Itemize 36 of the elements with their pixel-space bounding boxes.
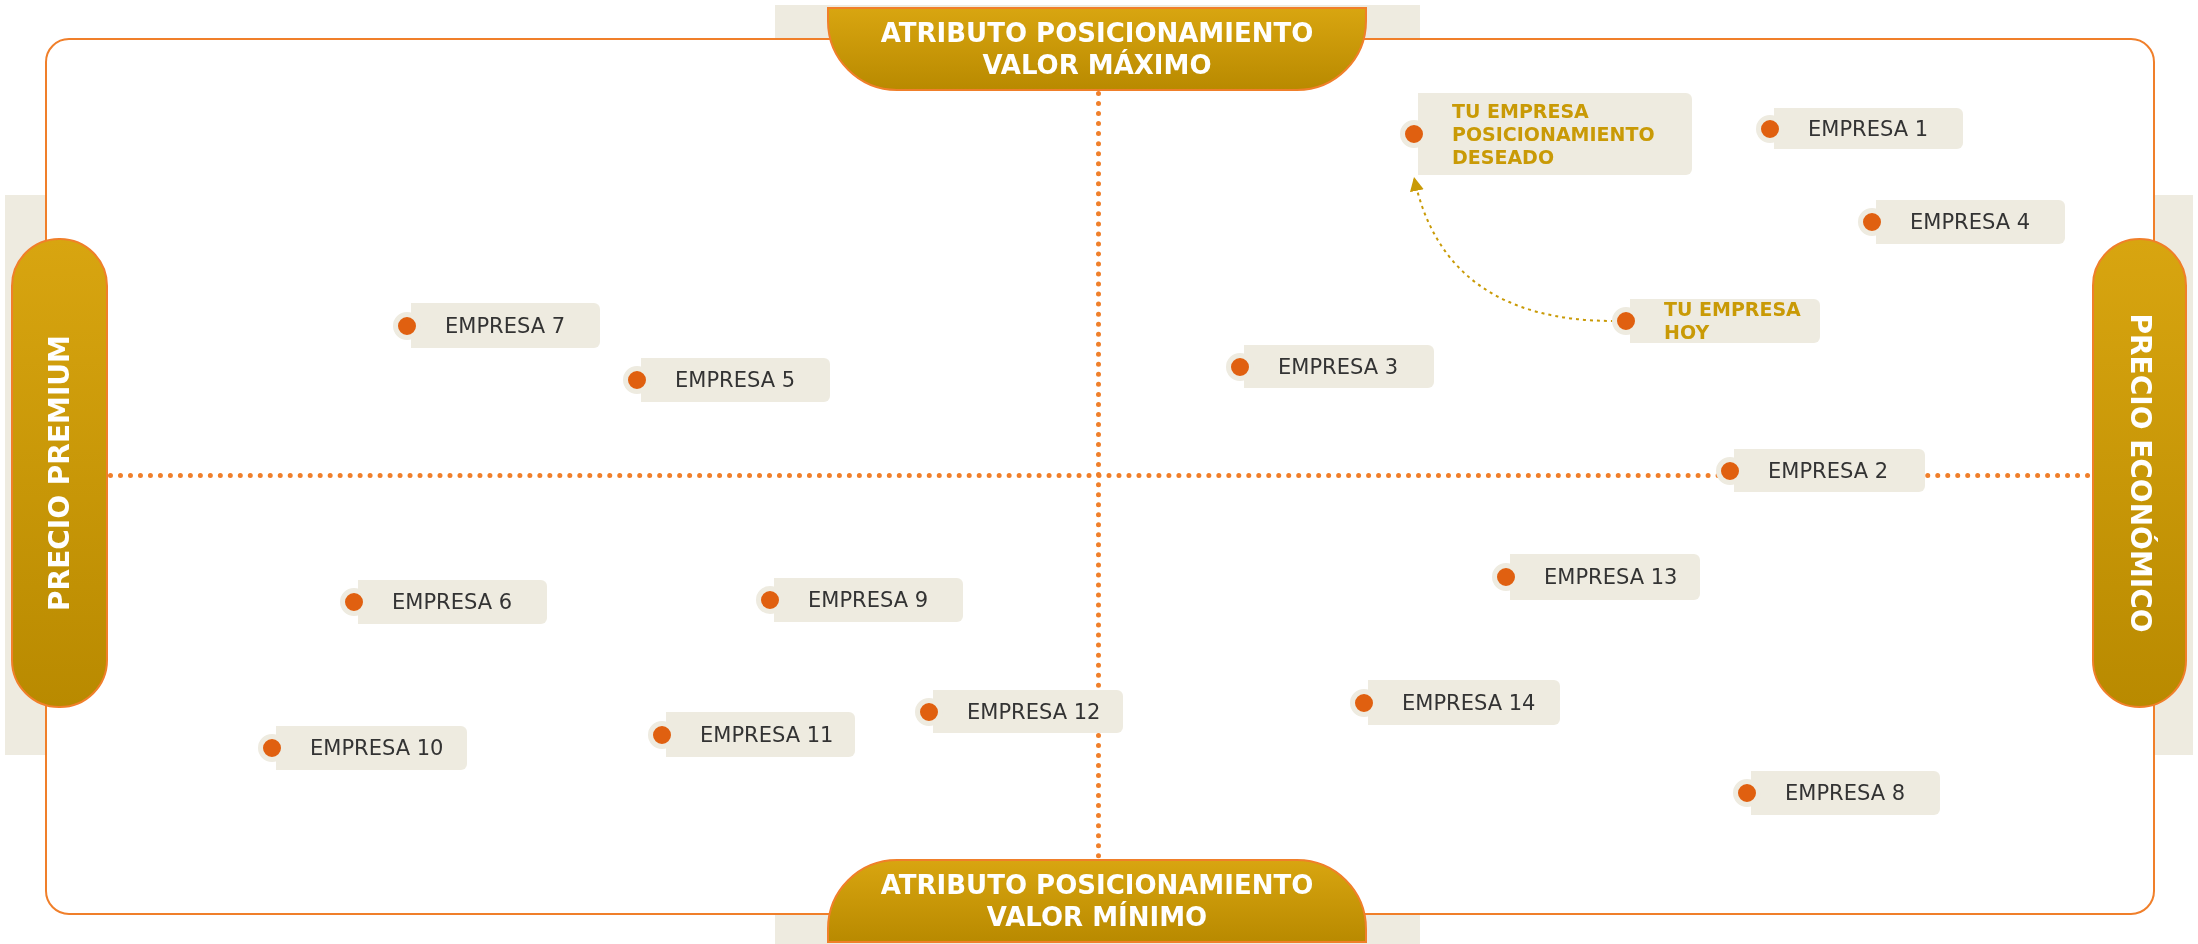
label-tag	[256, 726, 467, 770]
label-tag	[1348, 680, 1560, 725]
label-tag	[1856, 200, 2065, 244]
company-label: EMPRESA 12	[967, 699, 1101, 724]
company-label: EMPRESA 5	[675, 368, 796, 392]
company-label: EMPRESA 10	[310, 736, 444, 760]
axis-label: PRECIO ECONÓMICO	[2122, 313, 2157, 633]
label-tag	[338, 580, 547, 624]
label-tag	[646, 712, 855, 757]
company-label: EMPRESA 1	[1808, 116, 1929, 141]
company-label: EMPRESA 11	[700, 722, 834, 747]
label-tag	[621, 358, 830, 402]
label-tag	[1754, 108, 1963, 149]
highlight-label: TU EMPRESA HOY	[1664, 298, 1802, 344]
label-tag	[913, 690, 1123, 733]
label-tag	[1398, 93, 1692, 175]
axis-label: ATRIBUTO POSICIONAMIENTO VALOR MÍNIMO	[879, 869, 1315, 933]
label-tag	[1714, 449, 1925, 492]
company-label: EMPRESA 14	[1402, 690, 1536, 715]
label-tag	[1224, 345, 1434, 388]
company-label: EMPRESA 13	[1544, 565, 1678, 589]
axis-label: ATRIBUTO POSICIONAMIENTO VALOR MÁXIMO	[879, 17, 1315, 81]
company-label: EMPRESA 7	[445, 313, 566, 338]
company-label: EMPRESA 3	[1278, 354, 1399, 379]
label-tag	[391, 303, 600, 348]
label-tag	[1731, 771, 1940, 815]
axis-label: PRECIO PREMIUM	[42, 335, 77, 611]
highlight-label: TU EMPRESA POSICIONAMIENTO DESEADO	[1452, 99, 1656, 169]
company-label: EMPRESA 4	[1910, 210, 2031, 234]
company-label: EMPRESA 9	[808, 588, 929, 612]
company-label: EMPRESA 8	[1785, 781, 1906, 805]
company-label: EMPRESA 2	[1768, 458, 1889, 483]
company-label: EMPRESA 6	[392, 590, 513, 614]
label-tag	[754, 578, 963, 622]
label-tag	[1490, 554, 1700, 600]
label-tag	[1610, 299, 1820, 343]
